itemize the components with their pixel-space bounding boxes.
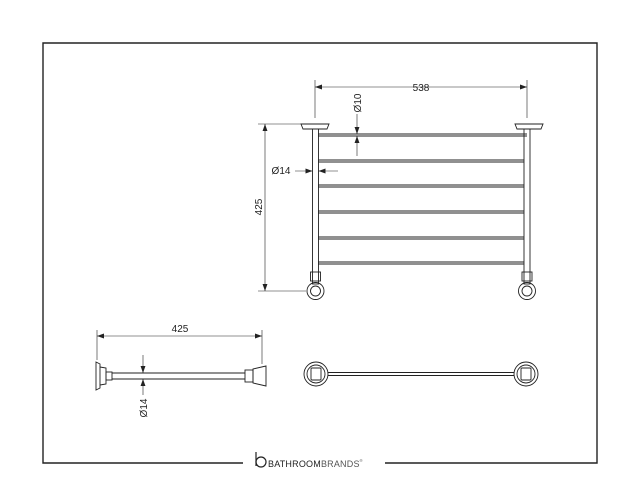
brand-wordmark: BATHROOMBRANDS® (268, 458, 363, 469)
right-post (523, 128, 531, 285)
top-left-mount (303, 361, 329, 387)
right-top-wall-plate (514, 123, 544, 130)
left-bottom-bracket (306, 271, 325, 300)
brand-registered: ® (360, 458, 363, 463)
brand-light: BRANDS (321, 459, 360, 469)
side-end-bracket (244, 369, 254, 383)
side-view (95, 361, 267, 391)
side-depth-label: 425 (172, 324, 189, 335)
top-right-mount (513, 361, 539, 387)
brand-logo: BATHROOMBRANDS® (255, 452, 363, 469)
front-width-label: 538 (413, 83, 430, 94)
front-rail-diameter-label: Ø10 (353, 93, 364, 112)
brand-bold: BATHROOM (268, 459, 321, 469)
front-height-label: 425 (254, 198, 265, 215)
side-dimensions (96, 330, 263, 395)
brand-b-icon (255, 452, 267, 468)
side-wall-flange (95, 361, 101, 391)
drawing-frame (42, 42, 598, 464)
front-view (300, 123, 544, 300)
front-post-diameter-label: Ø14 (272, 166, 291, 177)
shelf-rails (318, 159, 524, 265)
side-diameter-label: Ø14 (139, 398, 150, 417)
side-collar (105, 371, 113, 381)
right-bottom-bracket (518, 271, 536, 300)
top-view (303, 361, 539, 387)
left-post (312, 128, 319, 285)
left-top-wall-plate (300, 123, 330, 130)
front-dimensions (258, 80, 528, 292)
